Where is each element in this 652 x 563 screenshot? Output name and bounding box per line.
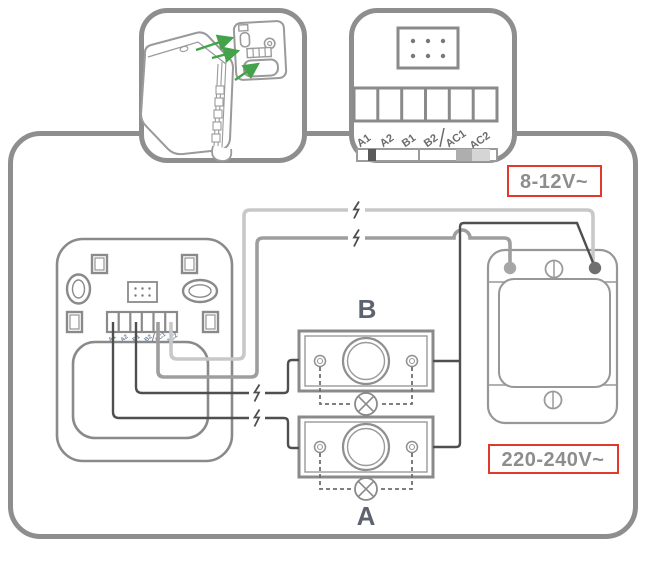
- screw-icon: [405, 354, 419, 368]
- chime-opening: [71, 340, 210, 440]
- chime-label-b2: B2: [144, 334, 154, 344]
- wiring: [111, 208, 596, 450]
- screw-icon: [313, 440, 327, 454]
- mains-voltage-callout: 220-240V~: [488, 444, 619, 474]
- label-divider-small: [151, 332, 155, 343]
- transformer-terminal-left: [503, 261, 517, 275]
- terminal-block-icon: [352, 86, 499, 123]
- push-button-b: [297, 329, 435, 416]
- bracket-slot: [242, 58, 279, 78]
- lamp-icon: [354, 392, 378, 416]
- screw-icon: [405, 440, 419, 454]
- bracket-keyhole: [239, 31, 251, 48]
- transformer-body: [498, 278, 611, 388]
- connector-pins-icon-small: [127, 281, 158, 303]
- wire-a1-dark: [111, 322, 299, 450]
- screw-slot-left: [65, 273, 92, 305]
- terminal-block-icon-small: [105, 310, 179, 334]
- screw-icon: [543, 390, 563, 410]
- wire-buttons-common-dark: [433, 221, 596, 449]
- chime-label-a2: A2: [120, 334, 130, 344]
- wall-bracket-icon: [232, 20, 288, 81]
- button-b-pushplate: [341, 336, 391, 386]
- chime-unit: A1 A2 B1 B2 AC1 AC2: [55, 237, 234, 463]
- device-bottom-hook: [211, 145, 233, 162]
- wire-ac1-medium: [156, 228, 512, 379]
- lamp-wiring-dashed: [319, 367, 413, 405]
- button-a-pushplate: [341, 422, 391, 472]
- screw-icon: [313, 354, 327, 368]
- button-a-label: A: [357, 501, 376, 531]
- mounting-panel: [139, 8, 307, 163]
- label-divider: [439, 127, 445, 148]
- mains-voltage-label: 220-240V~: [502, 449, 605, 471]
- wire-break-icon: [352, 229, 360, 247]
- wire-break-icon: [352, 201, 360, 219]
- screw-icon: [544, 259, 564, 279]
- mounting-tabs: [65, 253, 220, 334]
- transformer-icon: [486, 248, 619, 425]
- wire-break-symbols: [249, 201, 365, 427]
- screw-slot-right: [181, 278, 219, 304]
- wire-break-icon: [252, 384, 261, 402]
- push-button-a: [297, 415, 435, 501]
- lamp-icon: [354, 477, 378, 501]
- button-b-label: B: [358, 294, 377, 324]
- wire-break-icon: [252, 409, 261, 427]
- lamp-wiring-dashed: [319, 453, 413, 490]
- transformer-terminal-right: [588, 261, 602, 275]
- wire-b1-dark: [134, 322, 299, 395]
- mounting-arrow-icon: [195, 34, 260, 81]
- secondary-voltage-label: 8-12V~: [520, 171, 588, 193]
- secondary-voltage-callout: 8-12V~: [507, 165, 602, 197]
- wire-ac2-light: [169, 208, 595, 361]
- device-edge-bar: [356, 148, 498, 162]
- terminal-closeup-panel: A1 A2 B1 B2 AC1 AC2: [349, 8, 517, 163]
- connector-pins-icon: [396, 26, 460, 70]
- chime-device-icon: [139, 31, 235, 162]
